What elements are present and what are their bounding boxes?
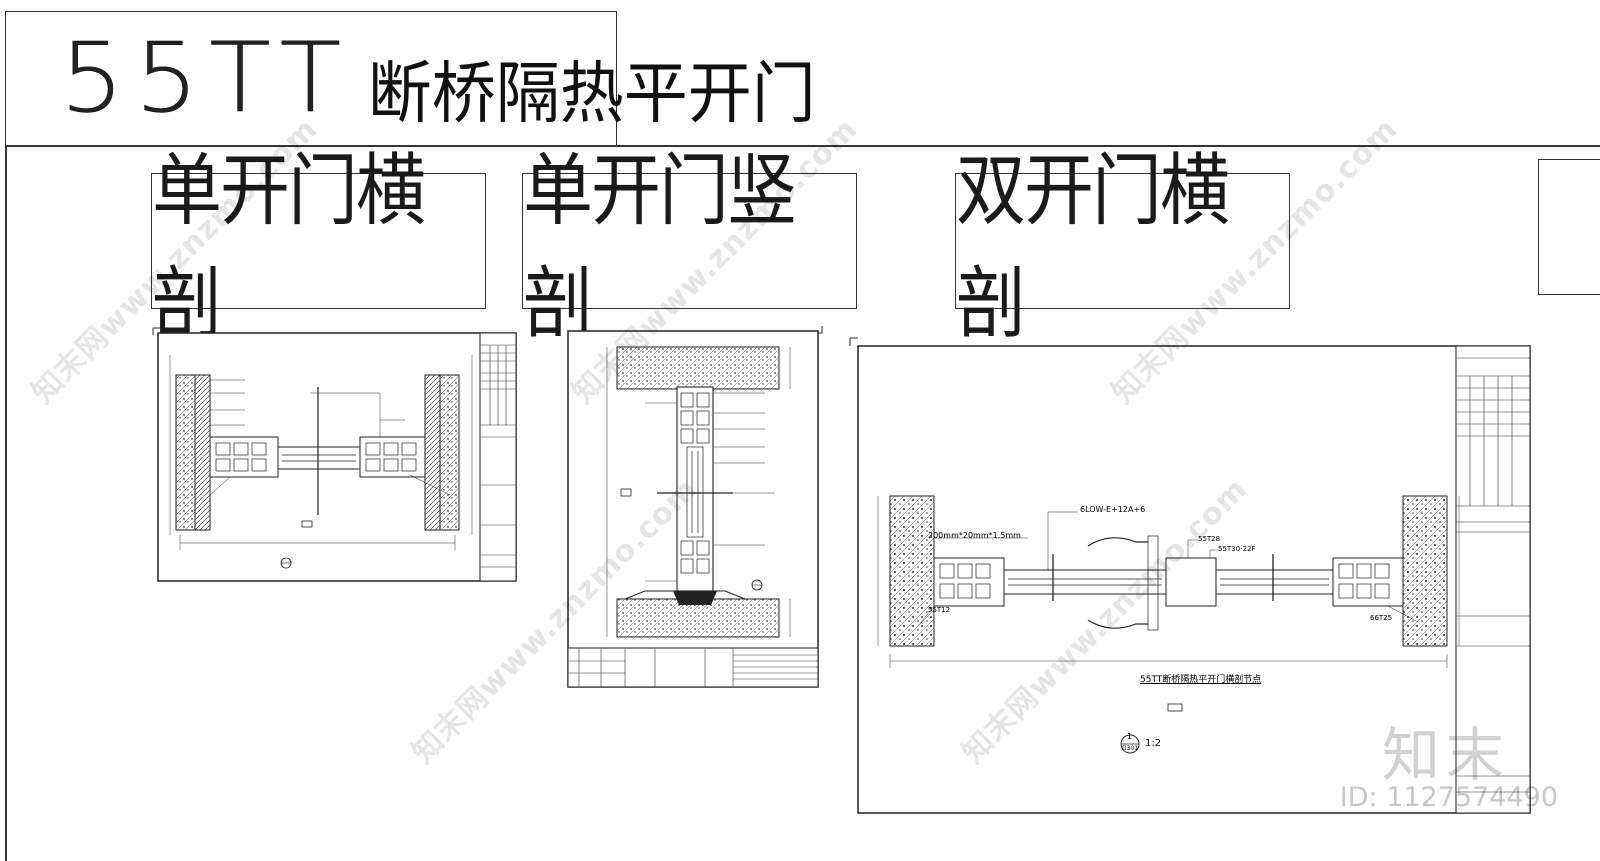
label-box-partial xyxy=(1538,159,1600,295)
label-single-vertical-section: 单开门竖剖 xyxy=(522,145,857,350)
drawing-single-vertical-section xyxy=(567,326,823,688)
drawing-single-horizontal-section xyxy=(152,327,517,582)
scale-number: 1 xyxy=(1127,732,1133,741)
callout-glass: 6LOW-E+12A+6 xyxy=(1080,505,1146,514)
callout-reinforcement: 200mm*20mm*1.5mm xyxy=(928,531,1021,540)
page-title: 55TT 断桥隔热平开门 xyxy=(60,14,816,134)
watermark-id: ID: 1127574490 xyxy=(1339,782,1558,813)
title-frame xyxy=(5,11,617,147)
scale-sheet-ref: D301 xyxy=(1122,745,1139,752)
title-product-name: 断桥隔热平开门 xyxy=(367,55,816,134)
drawing-double-horizontal-section: 6LOW-E+12A+6 200mm*20mm*1.5mm 55T28 55T3… xyxy=(848,336,1533,816)
callout-profile-55t12: 55T12 xyxy=(928,606,951,614)
title-model-number: 55TT xyxy=(60,22,352,134)
callout-profile-66t25: 66T25 xyxy=(1370,614,1393,622)
drawing-caption: 55TT断桥隔热平开门横剖节点 xyxy=(1140,675,1262,685)
scale-ratio: 1:2 xyxy=(1145,738,1162,749)
label-double-horizontal-section: 双开门横剖 xyxy=(955,145,1290,350)
label-single-horizontal-section: 单开门横剖 xyxy=(151,145,486,350)
frame-left-rule xyxy=(5,145,7,861)
callout-profile-55t28: 55T28 xyxy=(1198,535,1221,543)
watermark-logo: 知末 xyxy=(1381,721,1510,789)
callout-profile-55t30: 55T30-22F xyxy=(1218,545,1256,553)
frame-top-rule xyxy=(5,145,1600,147)
